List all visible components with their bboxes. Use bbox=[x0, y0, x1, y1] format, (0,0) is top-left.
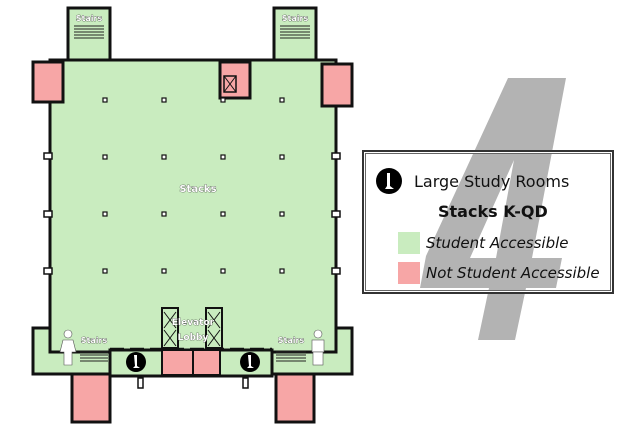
accessible-swatch bbox=[398, 232, 420, 254]
elevator-lobby: Elevator Lobby bbox=[161, 307, 223, 376]
pillar bbox=[161, 268, 167, 274]
restricted-room bbox=[320, 62, 354, 108]
stairs-label: Stairs bbox=[76, 14, 103, 23]
pillar bbox=[102, 211, 108, 217]
floor-number-watermark bbox=[420, 78, 566, 340]
pillar bbox=[161, 154, 167, 160]
pillar bbox=[279, 154, 285, 160]
elevator-top bbox=[218, 60, 252, 100]
pillar bbox=[279, 97, 285, 103]
pillar bbox=[279, 211, 285, 217]
mens-restroom-icon bbox=[311, 329, 325, 366]
stairs-top-right: Stairs bbox=[272, 6, 318, 66]
study-room-icon bbox=[126, 352, 146, 372]
pillar bbox=[102, 154, 108, 160]
stairs-top-left: Stairs bbox=[66, 6, 112, 66]
pillar bbox=[220, 211, 226, 217]
legend-not-accessible-label: Not Student Accessible bbox=[426, 264, 600, 282]
pillar bbox=[161, 211, 167, 217]
elevator-lobby-label-1: Elevator bbox=[172, 318, 215, 328]
pillar bbox=[220, 154, 226, 160]
restricted-room bbox=[31, 60, 65, 104]
stacks-label: Stacks bbox=[179, 184, 216, 195]
restricted-room bbox=[70, 370, 112, 424]
legend-title: Stacks K-QD bbox=[438, 202, 548, 221]
legend-study-rooms-label: Large Study Rooms bbox=[414, 171, 570, 191]
pillar-grid bbox=[102, 97, 285, 274]
restricted-room bbox=[274, 370, 316, 424]
stairs-label: Stairs bbox=[81, 336, 108, 345]
study-room-icon bbox=[240, 352, 260, 372]
legend-accessible-label: Student Accessible bbox=[426, 234, 569, 252]
pillar bbox=[102, 97, 108, 103]
stairs-label: Stairs bbox=[282, 14, 309, 23]
not-accessible-swatch bbox=[398, 262, 420, 284]
pillar bbox=[279, 268, 285, 274]
pillar bbox=[102, 268, 108, 274]
stacks-area bbox=[48, 58, 338, 354]
elevator-lobby-label-2: Lobby bbox=[178, 333, 209, 343]
legend: Large Study Rooms Stacks K-QD Student Ac… bbox=[362, 150, 614, 294]
pillar bbox=[220, 268, 226, 274]
pillar bbox=[161, 97, 167, 103]
pillar bbox=[220, 97, 226, 103]
study-room-icon bbox=[376, 168, 402, 194]
womens-restroom-icon bbox=[59, 329, 77, 366]
stairs-label: Stairs bbox=[278, 336, 305, 345]
